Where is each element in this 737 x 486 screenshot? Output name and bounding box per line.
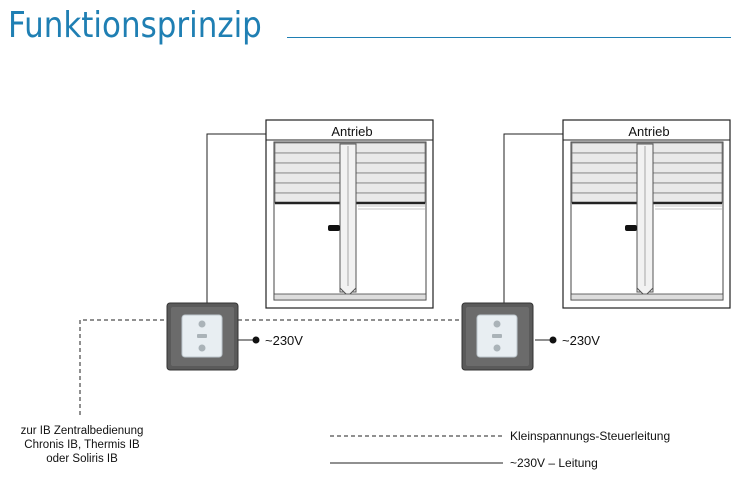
up-button-icon <box>493 320 501 328</box>
stop-button-icon <box>197 334 207 338</box>
window-unit-2: Antrieb <box>562 119 731 309</box>
wall-switch-1 <box>166 302 239 371</box>
drive-label: Antrieb <box>331 124 372 139</box>
power-label-1: ~230V <box>265 333 303 348</box>
note-line: oder Soliris IB <box>46 453 118 465</box>
window-handle <box>328 225 340 231</box>
title-underline <box>287 37 731 38</box>
note-line: Chronis IB, Thermis IB <box>24 439 140 451</box>
legend-dashed-label: Kleinspannungs-Steuerleitung <box>510 429 671 443</box>
power-terminal-1 <box>252 336 260 344</box>
legend-solid-label: ~230V – Leitung <box>510 456 598 470</box>
window-handle <box>625 225 637 231</box>
wall-switch-2 <box>461 302 534 371</box>
control-line <box>79 319 462 415</box>
shutter-gaps <box>655 205 722 210</box>
central-control-note: zur IB Zentralbedienung Chronis IB, Ther… <box>12 424 152 466</box>
drive-label: Antrieb <box>628 124 669 139</box>
wire-1-to-drive <box>206 133 266 303</box>
down-button-icon <box>198 344 206 352</box>
down-button-icon <box>493 344 501 352</box>
power-terminal-2 <box>549 336 557 344</box>
window-sill <box>570 293 724 301</box>
shutter-gaps <box>358 205 425 210</box>
stop-button-icon <box>492 334 502 338</box>
page-title: Funktionsprinzip <box>8 5 262 46</box>
note-line: zur IB Zentralbedienung <box>20 425 144 437</box>
wire-2-to-drive <box>503 133 563 303</box>
window-unit-1: Antrieb <box>265 119 434 309</box>
window-sill <box>273 293 427 301</box>
power-label-2: ~230V <box>562 333 600 348</box>
up-button-icon <box>198 320 206 328</box>
